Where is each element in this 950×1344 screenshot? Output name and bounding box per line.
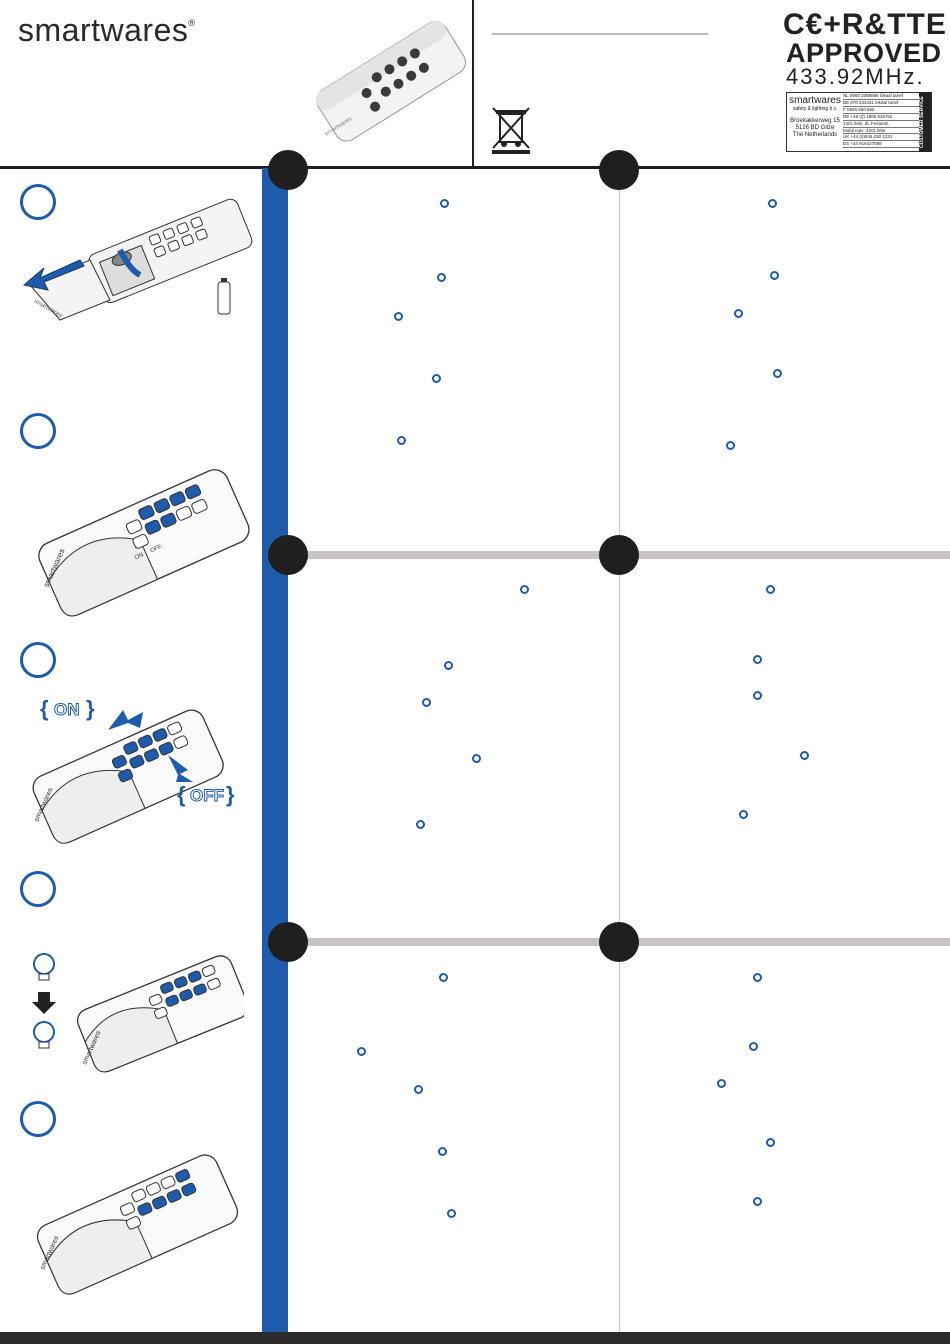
off-brace-right: } <box>226 782 235 807</box>
step-marker <box>726 441 735 450</box>
bulb-on-icon <box>33 953 55 981</box>
step-circle-2 <box>20 413 56 449</box>
step-marker <box>447 1209 456 1218</box>
step-circle-3 <box>20 642 56 678</box>
left-blue-bar <box>262 168 288 1332</box>
frequency-label: 433.92MHz. <box>786 64 925 89</box>
battery-illustration: smartwares <box>22 198 253 321</box>
step-marker <box>357 1047 366 1056</box>
section-dot-3 <box>268 535 308 575</box>
step-marker <box>749 1042 758 1051</box>
step-marker <box>444 661 453 670</box>
title-underline <box>492 33 708 35</box>
off-brace-left: { <box>177 782 186 807</box>
cs-row: BE 070 233431 lokaal tarief <box>843 100 919 107</box>
cs-side-label: CUSTOMER SERVICE <box>919 92 931 152</box>
step-marker <box>753 973 762 982</box>
cs-row: UK +44 (0)845 230 1231 <box>843 134 919 142</box>
step-marker <box>753 655 762 664</box>
cs-row: DE +49 (0) 1805 916762 <box>843 114 919 121</box>
cs-phone-table: NL 0900 2088888 lokaal tarief BE 070 233… <box>843 93 919 149</box>
remote-illustration-step3: smartwares <box>32 709 224 844</box>
step-marker <box>753 1197 762 1206</box>
section-dot-6 <box>599 922 639 962</box>
step-marker <box>773 369 782 378</box>
brand-logo: smartwares® <box>18 12 196 48</box>
step-marker <box>422 698 431 707</box>
step-circle-4 <box>20 871 56 907</box>
step-marker <box>432 374 441 383</box>
separator-3-right <box>620 938 950 946</box>
step-marker <box>770 271 779 280</box>
remote-product-image: smartwares <box>315 20 466 142</box>
step2-off-label: OFF <box>149 544 163 554</box>
step-marker <box>414 1085 423 1094</box>
step-marker <box>472 754 481 763</box>
separator-2-left <box>288 551 619 559</box>
header-divider <box>472 0 474 168</box>
step-circle-1 <box>20 184 56 220</box>
cs-row: F 0825 560 656 <box>843 107 919 114</box>
step-circle-5 <box>20 1101 56 1137</box>
section-dot-4 <box>599 535 639 575</box>
weee-bin-icon <box>492 107 530 154</box>
column-divider <box>619 168 620 1332</box>
section-dot-2 <box>599 150 639 190</box>
ce-rtte-mark: C€+R&TTE <box>783 8 947 41</box>
step-marker <box>397 436 406 445</box>
cs-row: NL 0900 2088888 lokaal tarief <box>843 93 919 100</box>
on-brace-left: { <box>40 696 49 721</box>
on-brace-right: } <box>86 696 95 721</box>
header-rule <box>0 166 950 169</box>
step-marker <box>800 751 809 760</box>
step2-on-label: ON <box>134 552 145 561</box>
bulb-off-icon <box>33 1021 55 1049</box>
section-dot-5 <box>268 922 308 962</box>
approved-label: APPROVED <box>786 38 942 68</box>
step-marker <box>416 820 425 829</box>
step-marker <box>734 309 743 318</box>
section-dot-1 <box>268 150 308 190</box>
separator-2-right <box>620 551 950 559</box>
footer-bar <box>0 1332 950 1344</box>
cs-address: Broekakkerweg 15 5126 BD Gilze The Nethe… <box>790 118 840 138</box>
customer-service-box <box>786 92 932 152</box>
step-marker <box>766 1138 775 1147</box>
cs-row: ES +34 916427589 <box>843 141 919 149</box>
step-marker <box>437 273 446 282</box>
on-burst-label: ON <box>54 700 80 720</box>
remote-illustration-step4: smartwares <box>32 953 244 1073</box>
separator-3-left <box>288 938 619 946</box>
step-marker <box>439 973 448 982</box>
cs-row: Mobil max. 42Ct./Min <box>843 128 919 135</box>
step-marker <box>394 312 403 321</box>
step-marker <box>520 585 529 594</box>
step-marker <box>717 1079 726 1088</box>
remote-illustration-step2: ON OFF smartwares <box>38 469 250 617</box>
step-marker <box>440 199 449 208</box>
step-marker <box>766 585 775 594</box>
down-arrow-icon <box>32 992 56 1014</box>
cs-row: 14Ct./Min. dt. Festnetz, <box>843 121 919 128</box>
remote-illustration-step5: smartwares <box>36 1154 239 1295</box>
step-marker <box>739 810 748 819</box>
off-burst-label: OFF <box>190 786 225 806</box>
step-marker <box>438 1147 447 1156</box>
step-marker <box>753 691 762 700</box>
step-marker <box>768 199 777 208</box>
